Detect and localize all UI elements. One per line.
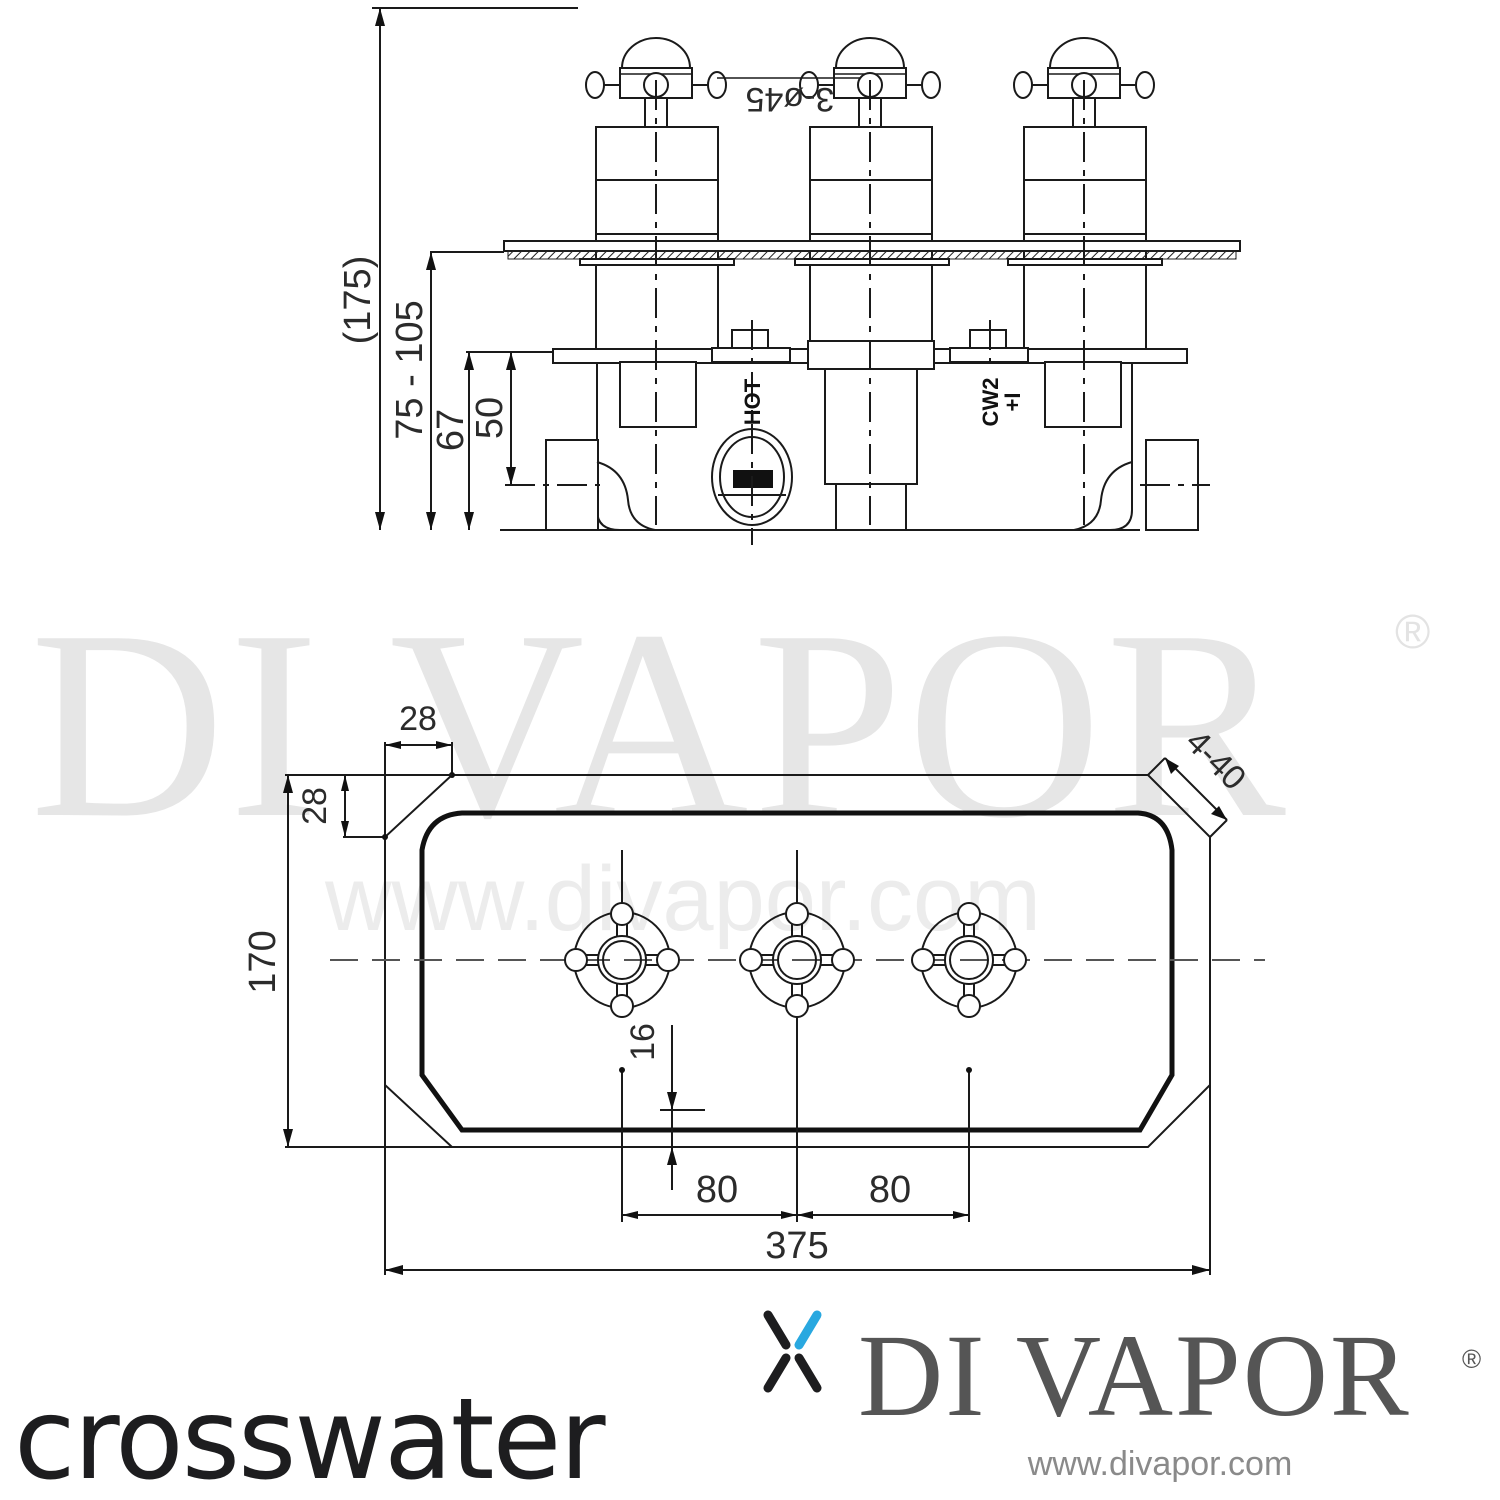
outlet-height-label: 50: [469, 397, 511, 439]
handle-diameter-label: 3-ø45: [746, 80, 835, 118]
divapor-url: www.divapor.com: [1027, 1445, 1293, 1483]
faceplate: [503, 240, 1241, 252]
overall-width-label: 375: [765, 1225, 828, 1267]
cold-port-label: CW2: [978, 378, 1003, 427]
chamfer-vertical-label: 28: [296, 787, 334, 825]
handle-front-2: [739, 902, 855, 1018]
spacing-right-label: 80: [869, 1169, 911, 1211]
retailer-logo: DI VAPOR ® www.divapor.com: [858, 1310, 1481, 1483]
overall-height-label: (175): [337, 256, 379, 345]
manufacturer-logo: crosswater: [14, 1310, 822, 1500]
crosswater-x-icon: [763, 1310, 822, 1393]
watermark-registered-icon: ®: [1395, 606, 1430, 659]
chamfer-horizontal-label: 28: [399, 700, 437, 738]
offset-label: 16: [624, 1023, 662, 1061]
handle-front-1: [564, 902, 680, 1018]
watermark-url: www.divapor.com: [324, 848, 1041, 950]
hot-port-label: HOT: [740, 378, 765, 425]
body-depth-label: 67: [430, 409, 472, 451]
side-dimensions: (175) 75 - 105 67 50: [337, 8, 553, 530]
registered-icon: ®: [1462, 1344, 1481, 1374]
adjust-range-label: 75 - 105: [389, 300, 431, 439]
front-view: 28 28 4-40 170 16 80 80 375: [242, 700, 1265, 1275]
side-view: 3-ø45: [337, 7, 1241, 545]
crosswater-wordmark: crosswater: [14, 1375, 606, 1500]
divapor-wordmark: DI VAPOR: [858, 1310, 1411, 1441]
cold-port-sublabel: +I: [1000, 393, 1025, 412]
watermark: DI VAPOR ® www.divapor.com: [30, 575, 1430, 950]
plate-inner-outline: [419, 810, 1175, 1133]
height-label: 170: [242, 930, 284, 993]
handle-front-3: [911, 902, 1027, 1018]
spacing-left-label: 80: [696, 1169, 738, 1211]
watermark-brand: DI VAPOR: [30, 575, 1290, 874]
plate-outline: [384, 774, 1211, 1148]
